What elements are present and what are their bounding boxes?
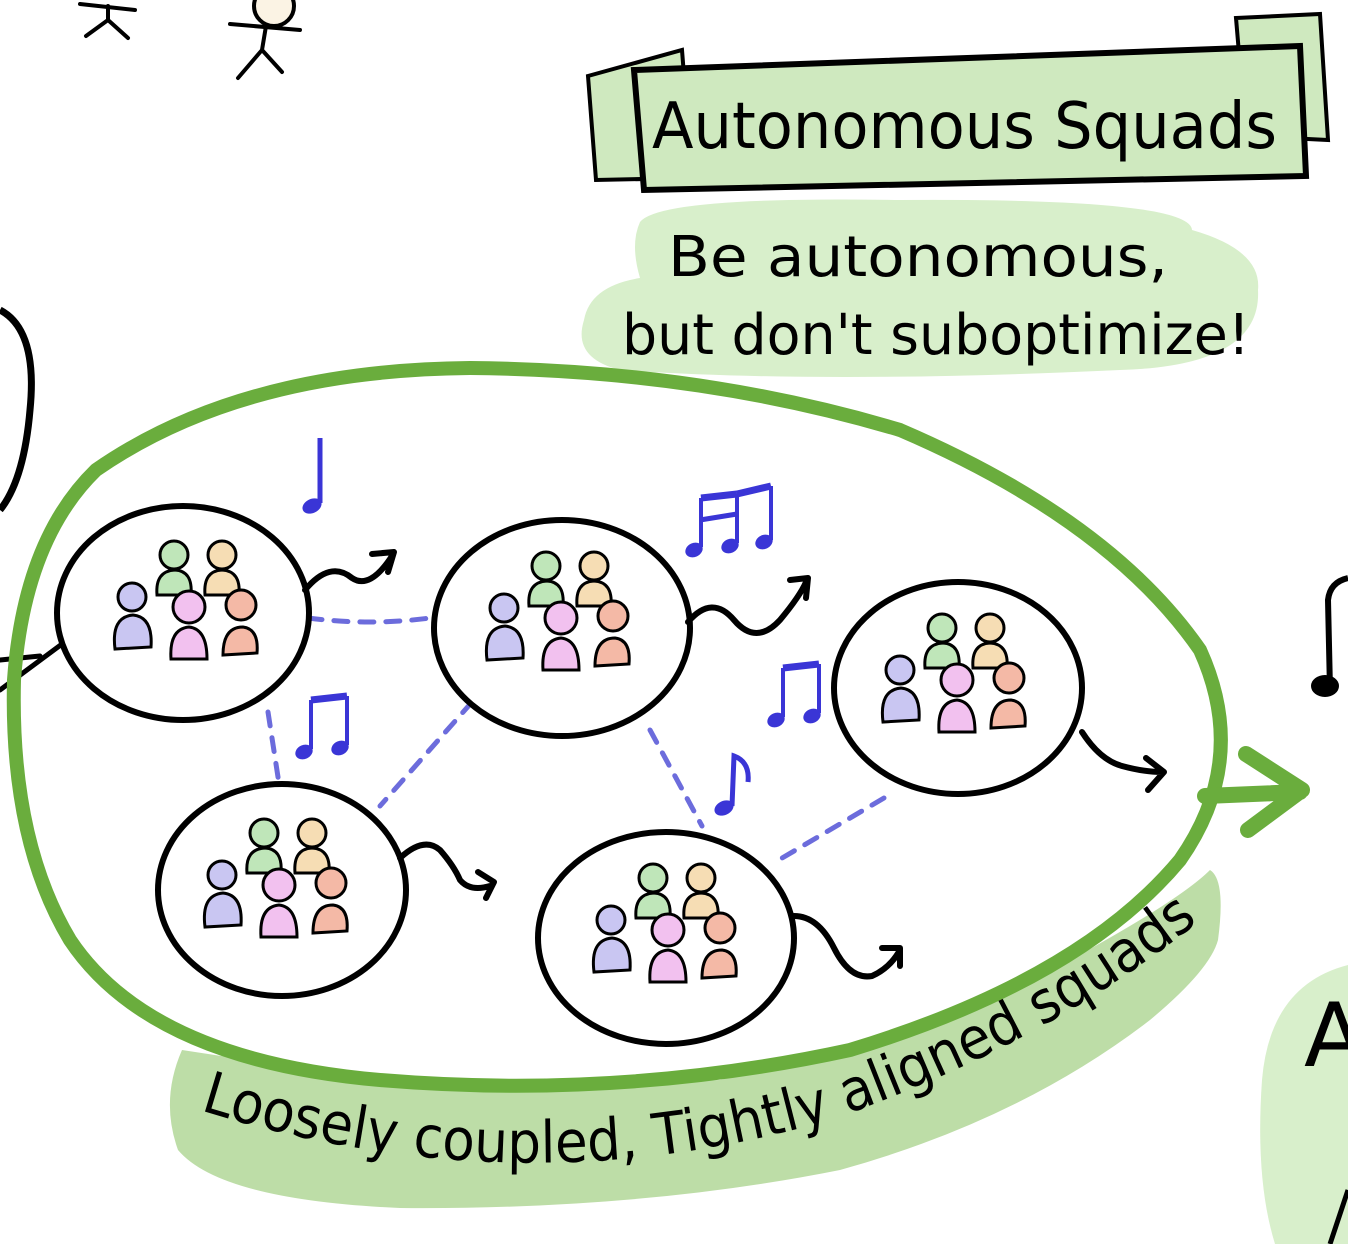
squad-1 xyxy=(54,503,397,723)
squad-2 xyxy=(431,517,811,739)
music-note-pair-icon xyxy=(765,664,823,730)
squad-output-arrow xyxy=(1079,729,1167,793)
tagline: Be autonomous, but don't suboptimize! xyxy=(581,199,1259,377)
offscreen-circle-left xyxy=(0,306,65,693)
squad-connectors xyxy=(265,615,887,867)
squad-3 xyxy=(831,579,1167,797)
music-note-icon xyxy=(300,438,324,517)
squad-output-arrow xyxy=(791,913,903,980)
squad-output-arrow xyxy=(397,841,497,901)
title-banner: Autonomous Squads xyxy=(585,11,1331,194)
alignment-boundary xyxy=(6,360,1310,1093)
right-highlight-blob: A xyxy=(1260,965,1348,1244)
music-note-edge-right xyxy=(1311,575,1348,697)
squad-5 xyxy=(535,829,903,1047)
music-note-eighth-icon xyxy=(714,752,751,816)
connector-2-4 xyxy=(377,699,475,809)
banner-title: Autonomous Squads xyxy=(652,90,1277,164)
connector-1-4 xyxy=(265,709,283,793)
squad-4 xyxy=(155,781,497,999)
tagline-line-2: but don't suboptimize! xyxy=(622,303,1250,368)
connector-3-5 xyxy=(769,795,887,867)
connector-1-2 xyxy=(305,615,433,625)
edge-letter-a: A xyxy=(1304,984,1348,1087)
connector-2-5 xyxy=(647,727,705,829)
music-note-triple-icon xyxy=(683,482,773,560)
squad-output-arrow xyxy=(685,575,811,636)
stick-figure-left xyxy=(78,2,137,40)
stick-figure-right xyxy=(228,0,302,80)
squad-output-arrow xyxy=(302,549,397,593)
output-arrow xyxy=(1197,746,1310,838)
music-note-pair-icon xyxy=(293,696,351,762)
music-notes xyxy=(293,438,823,816)
tagline-line-1: Be autonomous, xyxy=(668,225,1168,290)
